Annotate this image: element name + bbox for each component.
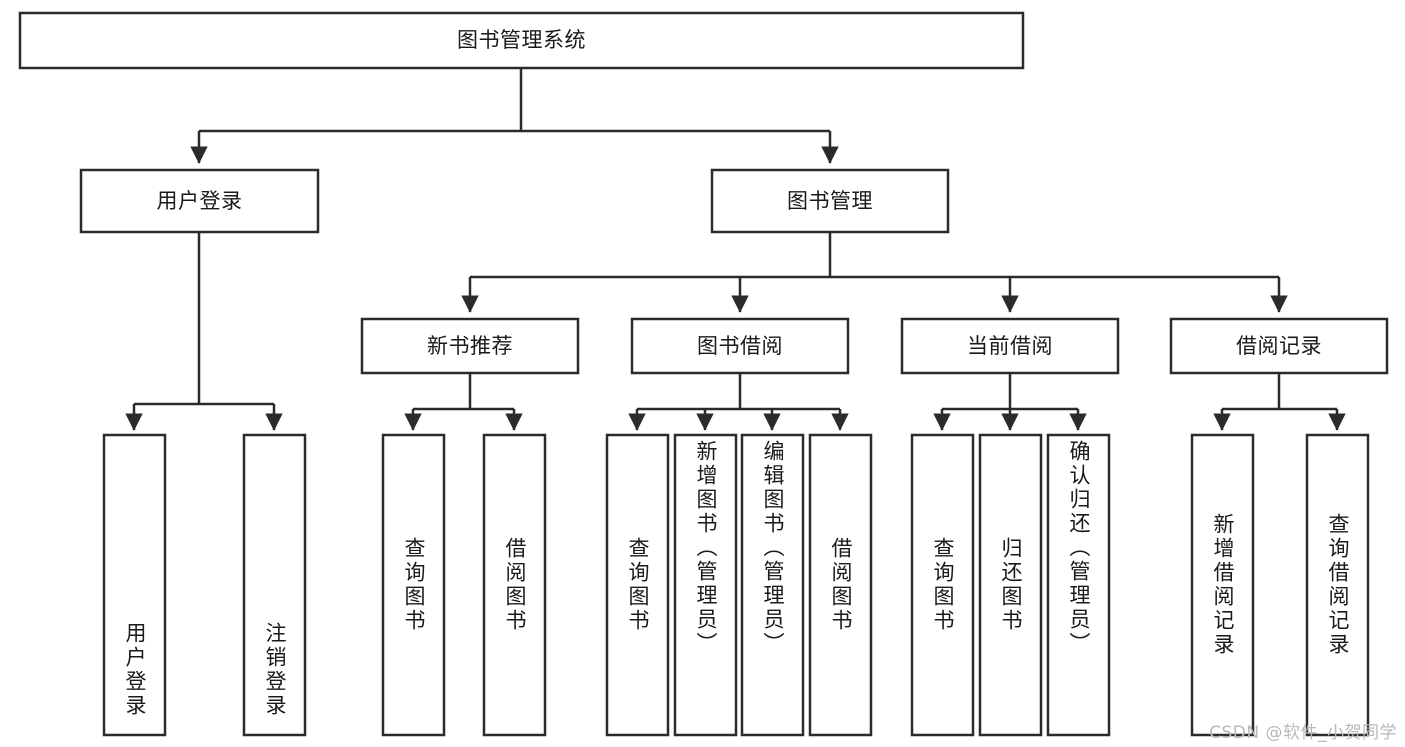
node-box-borrow-record[interactable] — [1169, 317, 1389, 375]
node-box-new-book-recommend[interactable] — [360, 317, 580, 375]
node-box-user-login[interactable] — [79, 168, 320, 234]
node-box-book-management[interactable] — [710, 168, 950, 234]
node-box-leaf-book-borrow-1[interactable] — [673, 433, 738, 737]
node-box-leaf-current-borrow-0[interactable] — [910, 433, 975, 737]
node-box-leaf-user-login-1[interactable] — [242, 433, 307, 737]
node-box-current-borrow[interactable] — [900, 317, 1120, 375]
node-box-leaf-book-borrow-2[interactable] — [740, 433, 805, 737]
node-box-leaf-borrow-record-0[interactable] — [1190, 433, 1255, 737]
node-box-leaf-borrow-record-1[interactable] — [1305, 433, 1370, 737]
node-box-leaf-current-borrow-2[interactable] — [1046, 433, 1111, 737]
node-box-root[interactable] — [18, 11, 1025, 70]
node-box-leaf-book-borrow-3[interactable] — [808, 433, 873, 737]
node-box-leaf-book-borrow-0[interactable] — [605, 433, 670, 737]
node-box-leaf-user-login-0[interactable] — [102, 433, 167, 737]
node-box-leaf-new-book-1[interactable] — [482, 433, 547, 737]
node-box-book-borrow[interactable] — [630, 317, 850, 375]
node-box-leaf-new-book-0[interactable] — [381, 433, 446, 737]
node-box-leaf-current-borrow-1[interactable] — [978, 433, 1043, 737]
